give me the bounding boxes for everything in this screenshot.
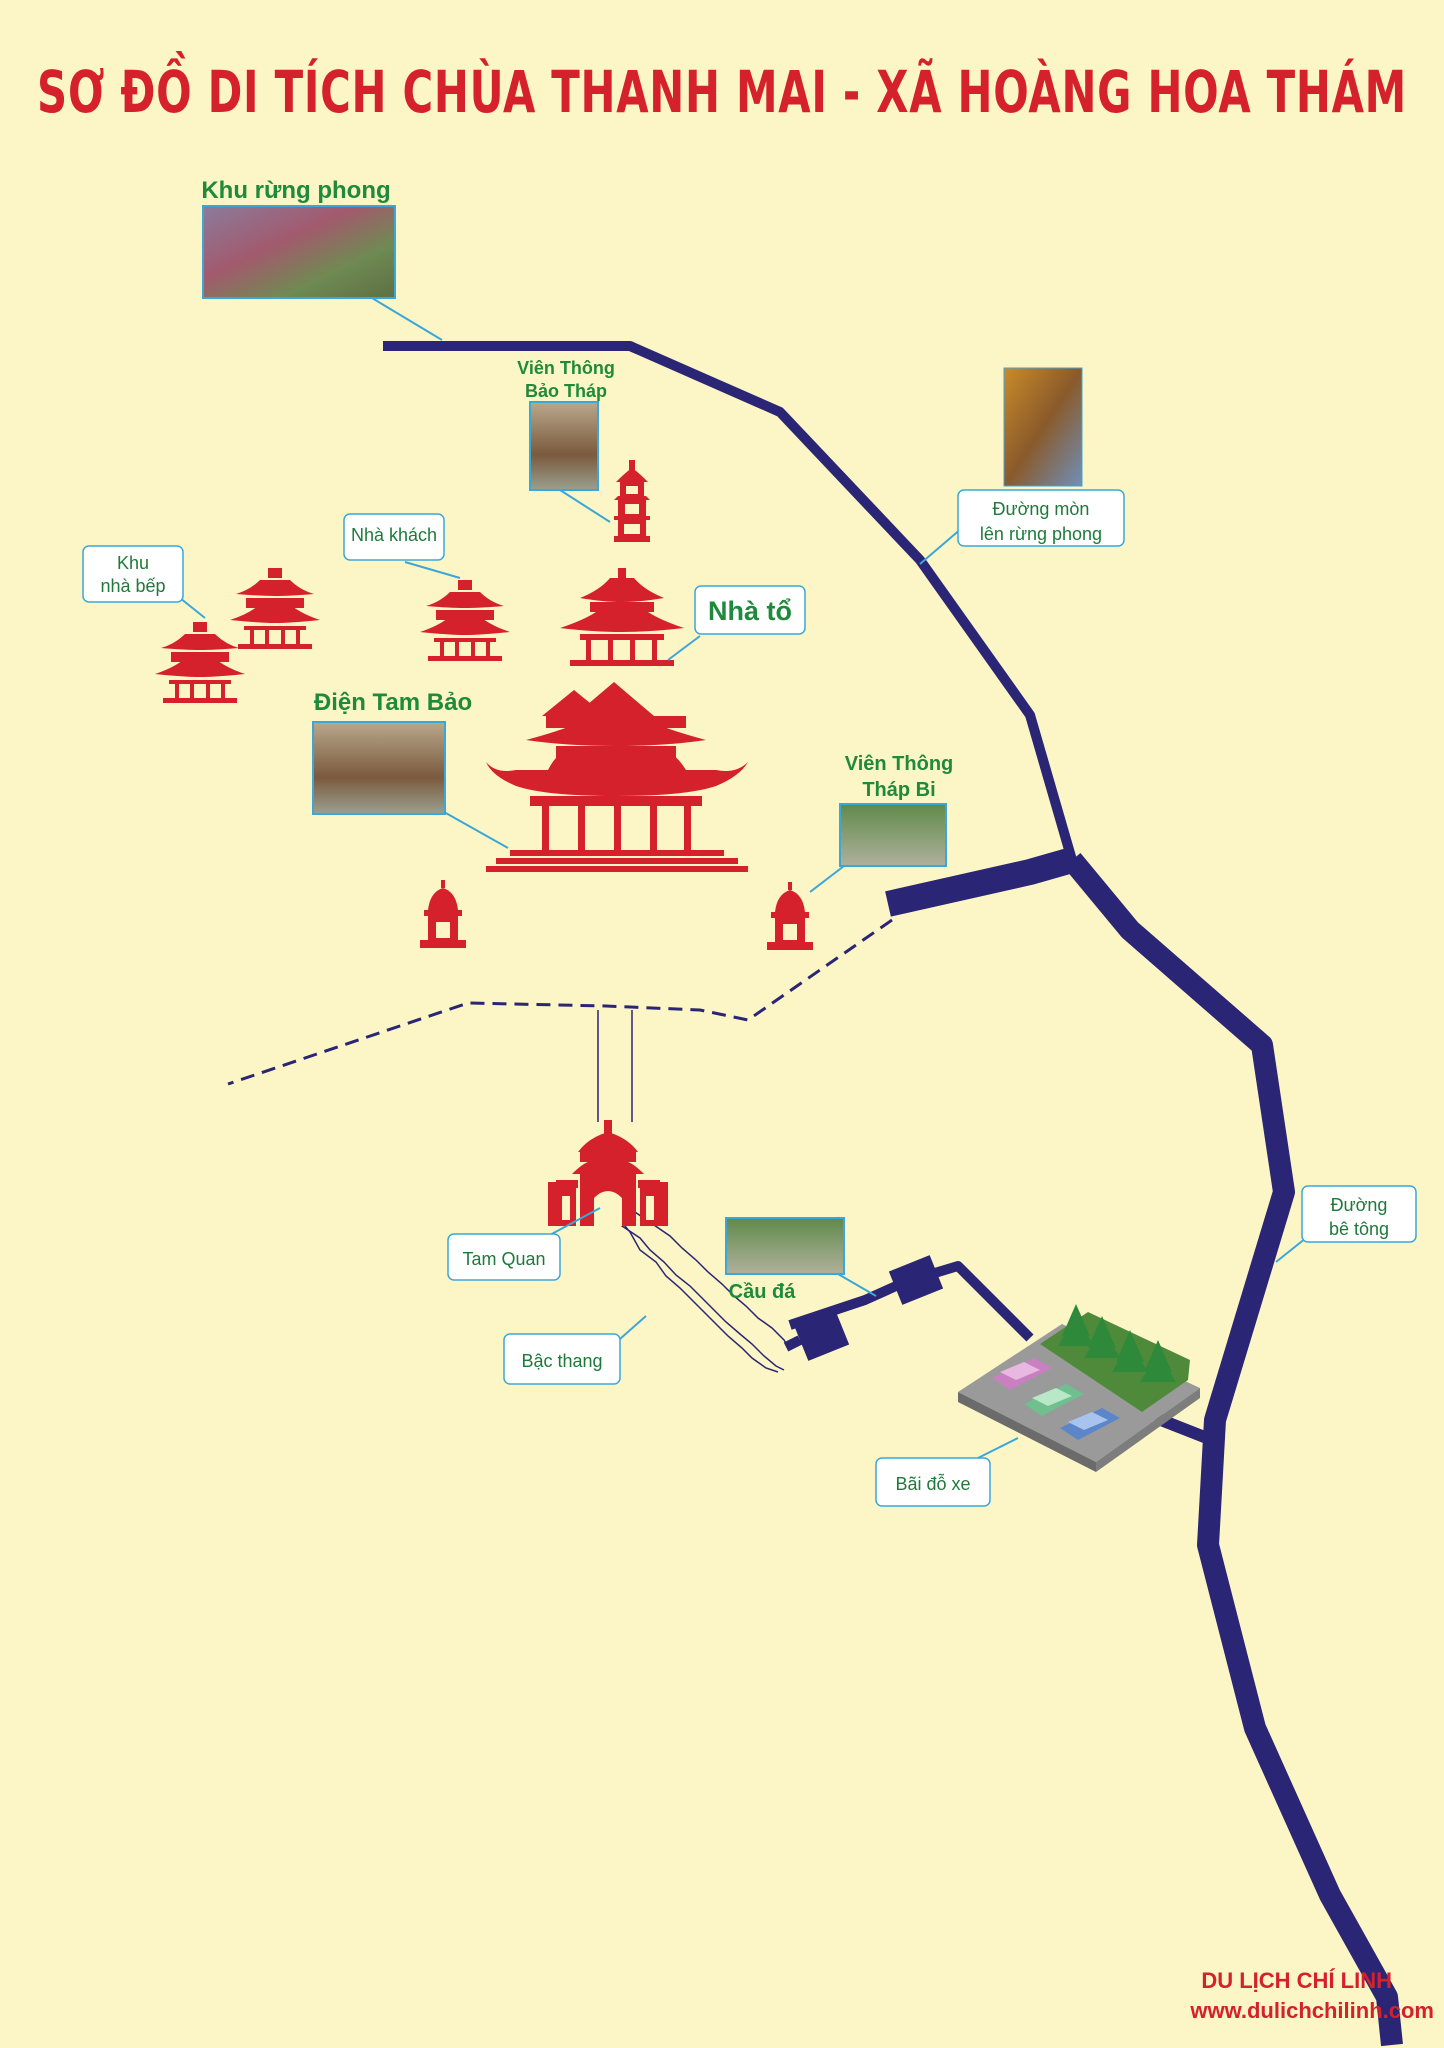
kitchen-building-2 <box>155 622 245 703</box>
credit-line-1: DU LỊCH CHÍ LINH <box>1201 1968 1392 1993</box>
bao-thap-tower <box>614 460 650 542</box>
nha-khach-building <box>420 580 510 661</box>
road-network <box>227 341 1403 2047</box>
bridge-stub <box>783 1335 803 1352</box>
bao-thap-photo <box>529 401 599 491</box>
cau-da-photo <box>725 1217 845 1275</box>
leader-lines <box>159 297 1307 1469</box>
label-cau-da: Cầu đá <box>729 1281 797 1303</box>
svg-text:Đường mòn: Đường mòn <box>993 499 1090 519</box>
svg-text:Đường: Đường <box>1331 1195 1388 1215</box>
callout-nha-to: Nhà tổ <box>694 585 806 635</box>
map-title: SƠ ĐỒ DI TÍCH CHÙA THANH MAI - XÃ HOÀNG … <box>37 50 1407 126</box>
bridge-block-1 <box>888 1255 944 1305</box>
callout-khu-nha-bep: Khu nhà bếp <box>82 545 184 603</box>
thap-bi-stupa <box>767 882 813 950</box>
car-pink <box>992 1358 1052 1390</box>
car-blue <box>1060 1408 1120 1440</box>
maple-leaf-photo <box>1003 367 1083 487</box>
callout-duong-be-tong: Đường bê tông <box>1301 1185 1417 1243</box>
svg-text:Nhà tổ: Nhà tổ <box>708 596 792 626</box>
svg-text:nhà bếp: nhà bếp <box>100 576 165 596</box>
kitchen-building-1 <box>230 568 320 649</box>
svg-text:Nhà khách: Nhà khách <box>351 525 437 545</box>
callout-bac-thang: Bậc thang <box>503 1333 621 1385</box>
parking-lot <box>958 1304 1200 1472</box>
label-vien-thong-thap-bi-2: Tháp Bi <box>862 779 935 801</box>
car-green <box>1024 1384 1084 1416</box>
stairs <box>597 1209 789 1373</box>
forest-trail-road <box>383 341 1077 862</box>
label-vien-thong-bao-thap-2: Bảo Tháp <box>525 381 607 401</box>
svg-text:Khu: Khu <box>117 553 149 573</box>
callout-duong-mon: Đường mòn lên rừng phong <box>957 489 1125 547</box>
svg-text:Bậc thang: Bậc thang <box>521 1351 602 1371</box>
dien-tam-bao-photo <box>312 721 446 815</box>
svg-text:Tam Quan: Tam Quan <box>462 1249 545 1269</box>
forest-photo <box>202 205 396 299</box>
thap-bi-photo <box>839 803 947 867</box>
credit-line-2: www.dulichchilinh.com <box>1189 1998 1434 2023</box>
callout-tam-quan: Tam Quan <box>447 1233 561 1281</box>
dien-tam-bao-building <box>486 682 748 872</box>
concrete-road <box>1063 852 1403 2047</box>
callout-nha-khach: Nhà khách <box>343 513 445 561</box>
label-vien-thong-thap-bi-1: Viên Thông <box>845 753 954 775</box>
label-vien-thong-bao-thap-1: Viên Thông <box>517 358 615 378</box>
callout-bai-do-xe: Bãi đỗ xe <box>875 1457 991 1507</box>
temple-branch-road <box>885 847 1076 917</box>
svg-text:Bãi đỗ xe: Bãi đỗ xe <box>895 1473 970 1494</box>
label-dien-tam-bao: Điện Tam Bảo <box>314 689 472 716</box>
dashed-trail-1 <box>227 918 893 1086</box>
bridge-block-2 <box>794 1311 850 1361</box>
stupa-left <box>420 880 466 948</box>
trees <box>1058 1304 1176 1382</box>
nha-to-building <box>560 568 684 666</box>
label-khu-rung-phong: Khu rừng phong <box>201 177 390 204</box>
svg-text:lên rừng phong: lên rừng phong <box>980 524 1102 544</box>
svg-text:bê tông: bê tông <box>1329 1219 1389 1239</box>
tam-quan-gate <box>548 1120 668 1226</box>
central-path <box>597 1010 633 1122</box>
